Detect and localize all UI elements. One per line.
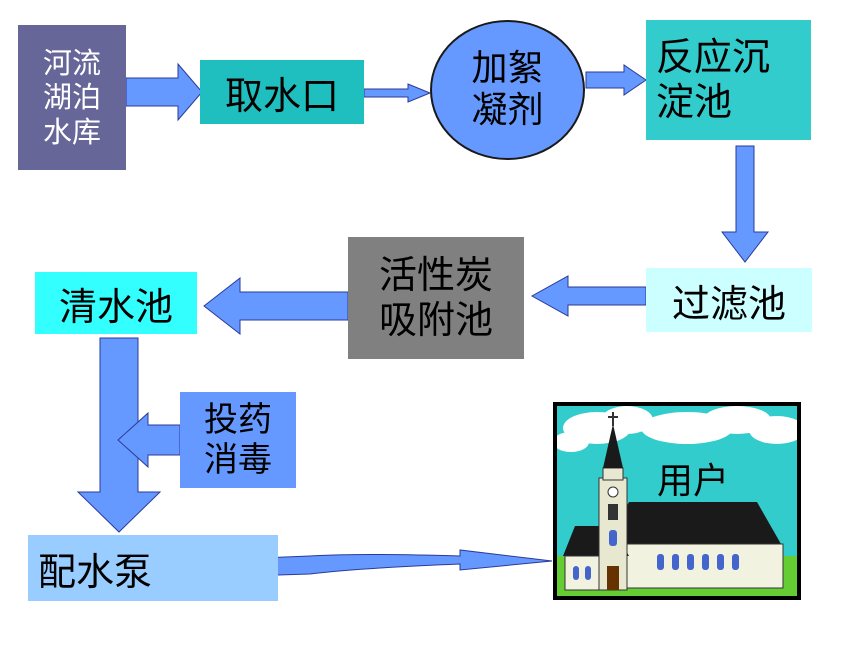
sedimentation-node: 反应沉 淀池 xyxy=(646,20,811,140)
church-icon xyxy=(557,406,797,596)
disinfect-node: 投药 消毒 xyxy=(180,392,296,488)
arrow-filter-to-carbon xyxy=(530,275,647,317)
intake-label: 取水口 xyxy=(224,73,339,118)
coagulant-line-2: 凝剂 xyxy=(471,90,544,131)
clear-water-node: 清水池 xyxy=(35,272,197,334)
disinfect-line-1: 投药 xyxy=(204,399,272,440)
arrow-carbon-to-clear-water xyxy=(203,276,349,336)
pump-node: 配水泵 xyxy=(28,535,278,601)
coagulant-node: 加絮 凝剂 xyxy=(430,20,585,160)
arrow-source-to-intake xyxy=(125,62,203,122)
clear-water-label: 清水池 xyxy=(58,284,173,329)
arrow-sedimentation-to-filter xyxy=(720,145,770,263)
intake-node: 取水口 xyxy=(200,60,364,124)
arrow-coagulant-to-sedimentation xyxy=(585,64,647,96)
arrow-intake-to-coagulant xyxy=(363,83,432,103)
carbon-line-2: 吸附池 xyxy=(378,298,493,342)
arrow-clear-water-to-pump xyxy=(76,337,162,533)
source-line-3: 水库 xyxy=(42,114,101,149)
filter-node: 过滤池 xyxy=(646,268,812,332)
source-line-2: 湖泊 xyxy=(42,80,101,115)
sedimentation-line-1: 反应沉 xyxy=(656,35,771,80)
source-line-1: 河流 xyxy=(42,46,101,81)
user-node: 用户 xyxy=(553,402,801,600)
filter-label: 过滤池 xyxy=(671,281,786,326)
coagulant-line-1: 加絮 xyxy=(471,47,544,89)
sedimentation-line-2: 淀池 xyxy=(656,80,733,124)
source-node: 河流 湖泊 水库 xyxy=(18,25,126,170)
arrow-disinfect-to-flow xyxy=(117,411,181,469)
carbon-node: 活性炭 吸附池 xyxy=(348,237,524,359)
disinfect-line-2: 消毒 xyxy=(204,440,272,480)
pump-label: 配水泵 xyxy=(38,549,153,594)
user-label: 用户 xyxy=(657,461,730,502)
carbon-line-1: 活性炭 xyxy=(378,253,493,298)
